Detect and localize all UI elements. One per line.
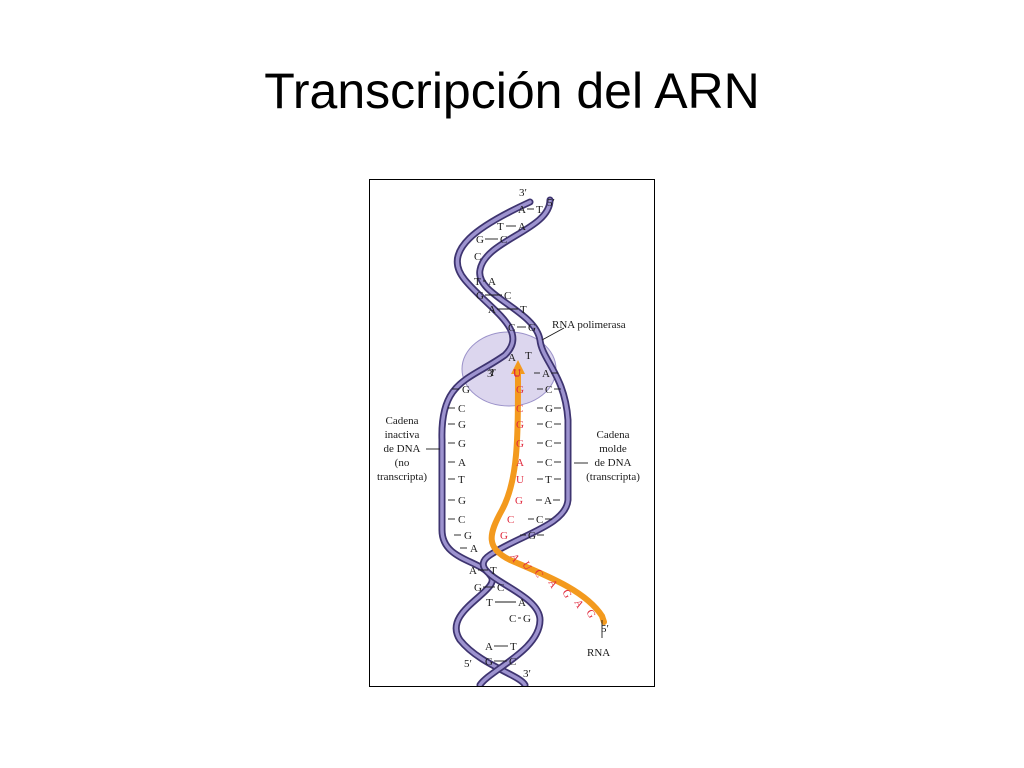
rna-base: C [516,403,523,415]
rna-5-end: 5′ [601,623,609,635]
template-strand-base: A [542,368,550,380]
svg-text:de DNA: de DNA [384,443,421,455]
transcription-figure: RNA polimerasa 3′ 5′ 5′ 3′ 3′ 5′ RNA Cad… [369,179,655,687]
top-5-end: 5′ [547,197,555,209]
dna-transcription-diagram: RNA polimerasa 3′ 5′ 5′ 3′ 3′ 5′ RNA Cad… [377,187,640,686]
top-pair-right-base: C [504,290,511,302]
rna-3-end: 3′ [487,368,495,380]
coding-strand-base: G [458,495,466,507]
coding-strand-base: C [458,403,465,415]
bottom-pair-left-base: G [474,582,482,594]
bottom-pair-right-base: C [497,582,504,594]
rna-growth-arrow [511,360,525,374]
rna-base: A [516,457,524,469]
bottom-pair-left-base: T [486,597,493,609]
rna-base: G [516,384,524,396]
template-strand-base: G [545,403,553,415]
bubble-rna-base: U [513,367,521,379]
top-pair-right-base: G [528,322,536,334]
rna-tail-base: G [583,608,597,621]
coding-strand-base: G [462,384,470,396]
rna-base: U [513,368,521,380]
template-strand-base: C [545,419,552,431]
bottom-pair-right-base: A [518,597,526,609]
rna-tail-base: A [571,598,585,611]
bottom-pair-right-base: G [523,613,531,625]
rna-base: G [515,495,523,507]
top-pair-left-base: G [476,290,484,302]
template-strand-ribbon-highlight [478,198,570,686]
bottom-pair-left-base: A [469,565,477,577]
bottom-pair-right-base: T [490,565,497,577]
bottom-pair-left-base: G [485,656,493,668]
top-pair-left-base: C [508,322,515,334]
template-strand-base: C [545,438,552,450]
template-strand-base: A [544,495,552,507]
inactive-strand-label: Cadena inactiva de DNA (no transcripta) [377,415,440,483]
template-strand-base: C [545,457,552,469]
coding-strand-base: C [458,514,465,526]
bubble-right-base: T [525,350,532,362]
top-pair-right-base: A [518,221,526,233]
polymerase-label: RNA polimerasa [552,319,626,331]
top-pair-left-base: C [474,251,481,263]
top-pair-right-base: A [488,276,496,288]
rna-base: G [500,530,508,542]
svg-text:transcripta): transcripta) [377,471,427,483]
top-pair-left-base: T [497,221,504,233]
top-pair-left-base: A [488,304,496,316]
rna-base: U [516,474,524,486]
svg-text:Cadena: Cadena [597,429,630,441]
template-strand-base: G [528,530,536,542]
coding-strand-base: A [458,457,466,469]
slide-title: Transcripción del ARN [264,63,760,119]
bottom-pair-right-base: T [510,641,517,653]
bubble-left-base: T [489,367,496,379]
template-strand-label: Cadena molde de DNA (transcripta) [574,429,640,483]
svg-text:inactiva: inactiva [385,429,420,441]
bottom-pair-left-base: A [485,641,493,653]
bottom-pair-right-base: C [509,656,516,668]
rna-base: G [516,419,524,431]
coding-strand-base: G [464,530,472,542]
template-strand-base: C [536,514,543,526]
svg-text:(no: (no [395,457,410,469]
coding-strand-base: T [458,474,465,486]
bubble-left-base: A [508,352,516,364]
top-pair-left-base: T [474,276,481,288]
svg-text:(transcripta): (transcripta) [586,471,640,483]
svg-text:de DNA: de DNA [595,457,632,469]
top-pair-left-base: A [518,204,526,216]
top-3-end: 3′ [519,187,527,199]
coding-strand-base: G [458,438,466,450]
rna-strand [488,367,607,625]
template-strand-base: T [545,474,552,486]
polymerase-pointer [541,327,565,341]
rna-base: G [516,438,524,450]
coding-strand-ribbon-highlight [440,200,532,686]
top-pair-left-base: G [476,234,484,246]
svg-text:molde: molde [599,443,627,455]
bottom-3-end: 3′ [523,668,531,680]
template-strand-base: C [545,384,552,396]
coding-strand-base: G [458,419,466,431]
bottom-5-end: 5′ [464,658,472,670]
rna-tail-base: G [559,588,573,601]
rna-label: RNA [587,647,610,659]
top-pair-right-base: T [536,204,543,216]
bottom-pair-left-base: C [509,613,516,625]
coding-strand-base: A [470,543,478,555]
top-pair-right-base: C [500,234,507,246]
svg-text:Cadena: Cadena [386,415,419,427]
top-pair-right-base: T [520,304,527,316]
rna-base: C [507,514,514,526]
